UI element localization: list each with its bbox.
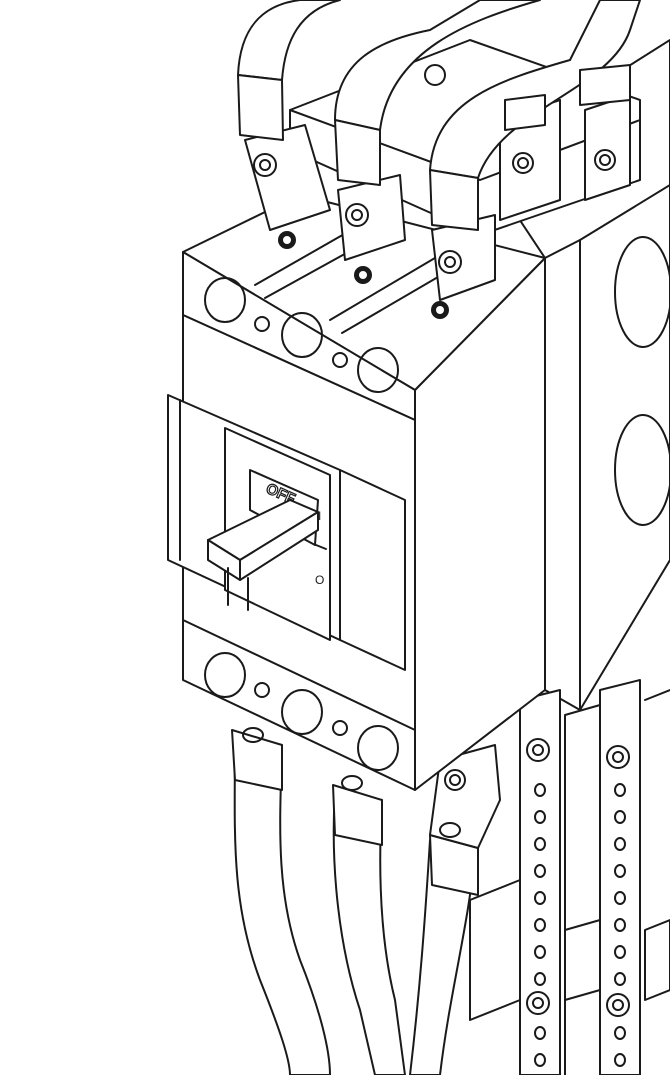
rail-hole — [614, 810, 626, 824]
rail-hole — [614, 783, 626, 797]
rail-hole — [614, 972, 626, 986]
breaker-body — [167, 124, 546, 791]
rail-hole — [534, 891, 546, 905]
rail-hole — [534, 945, 546, 959]
rail-hole — [614, 1026, 626, 1040]
rail-hole — [534, 864, 546, 878]
rail-hole — [614, 945, 626, 959]
off-symbol: O — [315, 573, 324, 587]
on-symbol: I — [318, 509, 321, 523]
upper-cables — [237, 0, 641, 231]
rail-hole — [614, 837, 626, 851]
rail-hole — [534, 810, 546, 824]
rail-hole — [614, 918, 626, 932]
rail-hole — [534, 1026, 546, 1040]
rail-hole — [534, 972, 546, 986]
rail-hole — [534, 1053, 546, 1067]
rail-hole — [534, 837, 546, 851]
rail-hole — [534, 783, 546, 797]
lower-cables — [231, 727, 501, 1075]
rail-hole — [614, 891, 626, 905]
rail-hole — [534, 918, 546, 932]
mounting-rails — [469, 679, 670, 1075]
rail-hole — [614, 864, 626, 878]
rail-hole — [614, 1053, 626, 1067]
